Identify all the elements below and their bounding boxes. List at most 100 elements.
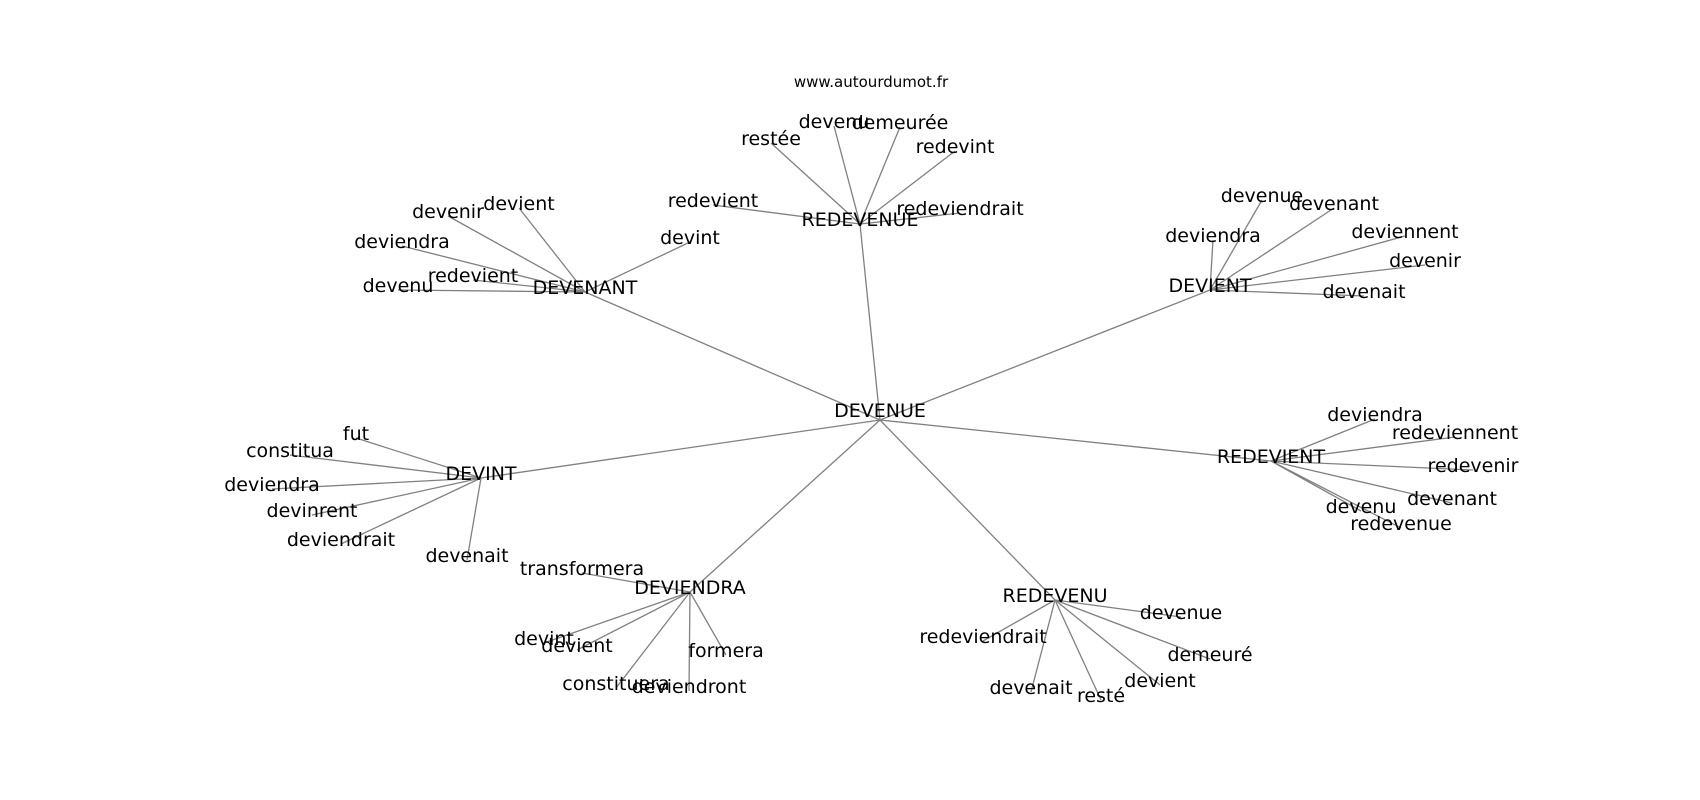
edge-hub-leaf: [1030, 599, 1056, 693]
edge-hub-leaf: [340, 477, 482, 545]
edge-center-hub: [879, 419, 1272, 462]
edge-hub-leaf: [271, 477, 482, 490]
edge-center-hub: [879, 419, 1056, 601]
edge-center-hub: [879, 289, 1211, 421]
edge-hub-leaf: [982, 599, 1056, 642]
edge-hub-leaf: [1270, 460, 1402, 529]
leaf-node-label: redevient: [668, 190, 759, 212]
edge-center-hub: [859, 223, 881, 421]
hub-node-label: DEVIENT: [1168, 275, 1251, 297]
leaf-node-label: devenu: [363, 275, 434, 297]
edge-hub-leaf: [689, 591, 727, 656]
leaf-node-label: transformera: [520, 558, 644, 580]
edge-center-hub: [584, 291, 881, 421]
hub-node-label: REDEVENUE: [802, 209, 919, 231]
edge-hub-leaf: [770, 142, 861, 225]
edge-hub-leaf: [1209, 235, 1406, 291]
edge-hub-leaf: [581, 572, 691, 593]
edge-hub-leaf: [859, 212, 961, 225]
leaf-node-label: demeurée: [852, 112, 949, 134]
leaf-node-label: devient: [1124, 670, 1195, 692]
edge-hub-leaf: [1270, 460, 1453, 504]
edge-hub-leaf: [584, 241, 691, 293]
edge-hub-leaf: [1209, 207, 1335, 291]
leaf-node-label: devinrent: [267, 500, 358, 522]
edge-hub-leaf: [447, 215, 586, 293]
source-label: www.autourdumot.fr: [794, 73, 949, 91]
leaf-node-label: deviendront: [632, 676, 747, 698]
edge-hub-leaf: [472, 279, 586, 293]
center-node-label: DEVENUE: [834, 400, 926, 422]
edge-hub-leaf: [859, 126, 901, 225]
leaf-node-label: deviendra: [1327, 404, 1423, 426]
hub-node-label: DEVIENDRA: [634, 577, 746, 599]
leaf-node-label: resté: [1077, 685, 1125, 707]
leaf-node-label: devenir: [412, 201, 484, 223]
edge-hub-leaf: [1054, 599, 1161, 686]
leaf-node-label: devenir: [1389, 250, 1461, 272]
leaf-node-label: demeuré: [1167, 644, 1252, 666]
leaf-node-label: redevenir: [1428, 455, 1519, 477]
edge-hub-leaf: [1054, 599, 1182, 618]
edge-hub-leaf: [355, 437, 482, 479]
edge-center-hub: [689, 419, 881, 593]
edge-hub-leaf: [518, 207, 586, 293]
leaf-node-label: redevint: [916, 136, 995, 158]
edge-hub-leaf: [1270, 418, 1376, 462]
edge-hub-leaf: [1054, 599, 1102, 701]
leaf-node-label: restée: [741, 128, 801, 150]
edge-hub-leaf: [1054, 599, 1211, 660]
edge-hub-leaf: [833, 125, 861, 225]
leaf-node-label: deviendra: [224, 474, 320, 496]
leaf-node-label: devient: [483, 193, 554, 215]
edge-hub-leaf: [1270, 436, 1456, 462]
edge-hub-leaf: [289, 454, 482, 479]
leaf-node-label: devenu: [1326, 496, 1397, 518]
leaf-node-label: constituera: [562, 673, 669, 695]
leaf-node-label: formera: [688, 640, 763, 662]
leaf-node-label: devenait: [425, 545, 508, 567]
leaf-node-label: redeviennent: [1392, 422, 1518, 444]
hub-node-label: DEVENANT: [533, 277, 638, 299]
leaf-node-label: deviendra: [354, 231, 450, 253]
hub-node-label: REDEVIENT: [1217, 446, 1326, 468]
leaf-node-label: devenue: [1140, 602, 1222, 624]
leaf-node-label: redeviendrait: [896, 198, 1023, 220]
leaf-node-label: redeviendrait: [919, 626, 1046, 648]
edge-hub-leaf: [576, 591, 691, 651]
edge-hub-leaf: [1209, 199, 1263, 291]
edge-hub-leaf: [401, 245, 586, 293]
edge-hub-leaf: [1209, 289, 1365, 297]
leaf-node-label: devenant: [1289, 193, 1379, 215]
leaf-node-label: devenait: [989, 677, 1072, 699]
edge-hub-leaf: [1270, 460, 1474, 471]
leaf-node-label: devenant: [1407, 488, 1497, 510]
edge-hub-leaf: [311, 477, 482, 516]
edge-hub-leaf: [859, 150, 956, 225]
edge-hub-leaf: [397, 289, 586, 293]
edge-hub-leaf: [466, 477, 482, 561]
leaf-node-label: redevient: [428, 265, 519, 287]
leaf-node-label: deviennent: [1351, 221, 1458, 243]
leaf-node-label: devenait: [1322, 281, 1405, 303]
edge-hub-leaf: [615, 591, 691, 689]
graph-edges: [271, 125, 1474, 701]
edge-hub-leaf: [1209, 264, 1426, 291]
edge-hub-leaf: [543, 591, 691, 644]
edge-hub-leaf: [712, 204, 861, 225]
leaf-node-label: devenu: [799, 111, 870, 133]
leaf-node-label: devenue: [1221, 185, 1303, 207]
edge-center-hub: [480, 419, 881, 479]
leaf-node-label: redevenue: [1350, 513, 1452, 535]
leaf-node-label: devint: [514, 628, 574, 650]
hub-node-label: REDEVENU: [1003, 585, 1108, 607]
hub-node-label: DEVINT: [445, 463, 516, 485]
leaf-node-label: devient: [541, 635, 612, 657]
leaf-node-label: fut: [343, 423, 369, 445]
edge-hub-leaf: [1209, 239, 1214, 291]
leaf-node-label: devint: [660, 227, 720, 249]
leaf-node-label: deviendrait: [287, 529, 395, 551]
leaf-node-label: deviendra: [1165, 225, 1261, 247]
